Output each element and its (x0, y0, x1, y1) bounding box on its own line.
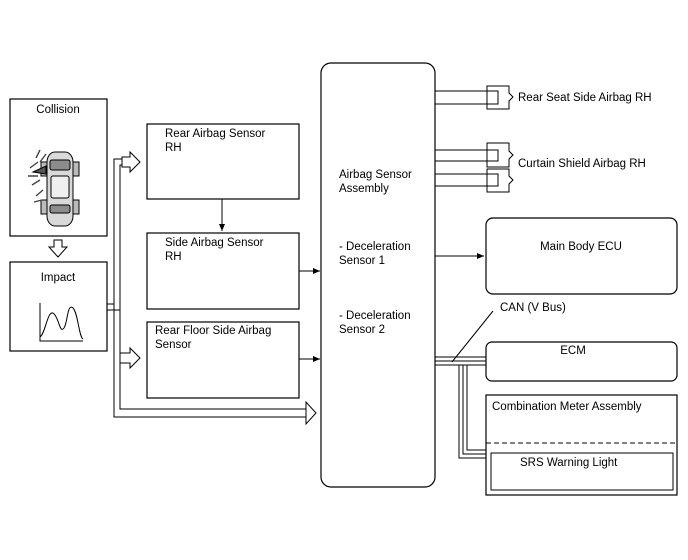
rear-seat-side-airbag-label: Rear Seat Side Airbag RH (518, 92, 652, 104)
rear-seat-side-airbag: Rear Seat Side Airbag RH (435, 85, 652, 110)
decel-sensor-1-label-2: Sensor 1 (339, 255, 385, 267)
impact-label: Impact (41, 272, 76, 284)
rear-floor-sensor-box: Rear Floor Side Airbag Sensor (146, 321, 300, 399)
can-bus-label: CAN (V Bus) (500, 302, 566, 314)
ecm-box: ECM (485, 341, 678, 382)
assembly-label-2: Assembly (339, 183, 389, 195)
side-airbag-sensor-label-1: Side Airbag Sensor (165, 237, 264, 249)
rear-airbag-sensor-box: Rear Airbag Sensor RH (146, 123, 300, 200)
combination-meter-box: Combination Meter Assembly SRS Warning L… (485, 394, 678, 496)
can-bus-lines (435, 310, 494, 459)
impact-box: Impact (9, 261, 108, 352)
srs-warning-light-label: SRS Warning Light (520, 457, 618, 469)
rear-airbag-sensor-label-1: Rear Airbag Sensor (165, 128, 266, 140)
impact-graph-icon (39, 303, 84, 342)
srs-warning-light-box (490, 452, 674, 491)
curtain-squib-icon-1 (486, 142, 514, 168)
collision-to-impact-arrow (47, 239, 69, 258)
side-airbag-sensor-label-2: RH (165, 251, 182, 263)
decel-sensor-1-label-1: - Deceleration (339, 241, 411, 253)
arrow-to-rear-airbag-sensor (121, 150, 141, 174)
collision-label: Collision (36, 104, 79, 116)
arrow-to-assembly-direct (305, 400, 317, 426)
rear-airbag-sensor-label-2: RH (165, 142, 182, 154)
rear-floor-sensor-label-2: Sensor (155, 339, 192, 351)
car-icon (28, 149, 80, 227)
rear-floor-sensor-label-1: Rear Floor Side Airbag (155, 325, 271, 337)
combination-meter-label: Combination Meter Assembly (492, 401, 642, 413)
decel-sensor-2-label-1: - Deceleration (339, 310, 411, 322)
arrow-to-rear-floor-sensor (119, 346, 141, 370)
decel-sensor-2-label-2: Sensor 2 (339, 324, 385, 336)
curtain-squib-icon-2 (486, 168, 514, 193)
main-body-ecu-box: Main Body ECU (485, 217, 678, 295)
main-body-ecu-label: Main Body ECU (540, 241, 622, 253)
curtain-shield-airbag-label: Curtain Shield Airbag RH (518, 158, 646, 170)
ecm-label: ECM (560, 345, 586, 357)
side-airbag-sensor-box: Side Airbag Sensor RH (146, 232, 300, 310)
airbag-sensor-assembly-box: Airbag Sensor Assembly - Deceleration Se… (320, 62, 436, 488)
curtain-shield-airbag: Curtain Shield Airbag RH (435, 142, 646, 193)
assembly-label-1: Airbag Sensor (339, 169, 412, 181)
impact-feed-lines (107, 158, 306, 418)
rear-seat-squib-icon (486, 85, 514, 110)
